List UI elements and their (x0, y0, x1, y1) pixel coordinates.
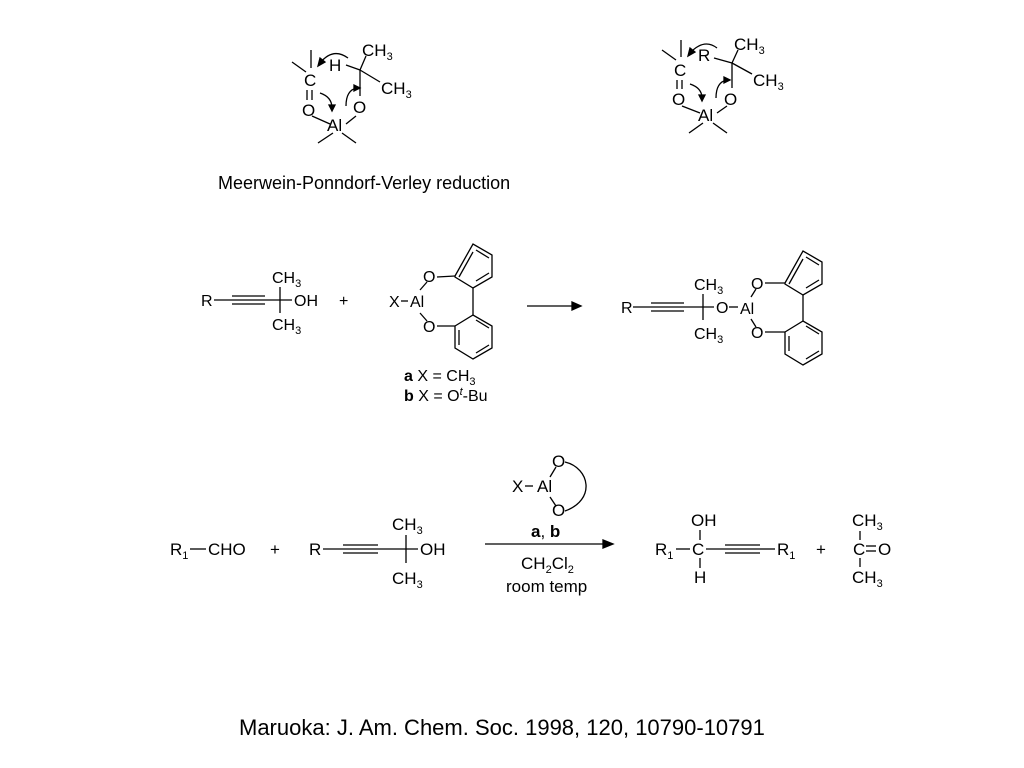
plus-sign-3: + (816, 540, 826, 559)
svg-text:O: O (878, 540, 891, 559)
svg-text:CH3: CH3 (392, 569, 423, 591)
aluminum-atom-r: Al (698, 106, 713, 125)
ch3-lower-product: CH3 (694, 326, 723, 346)
svg-text:R1: R1 (655, 540, 673, 562)
propargyl-alcohol-2: R CH3 CH3 OH (309, 515, 446, 591)
ch3-top-left: CH3 (362, 41, 393, 63)
svg-text:OH: OH (691, 511, 717, 530)
ch3-upper-product: CH3 (694, 277, 723, 297)
plus-sign-2: + (270, 540, 280, 559)
svg-text:R1: R1 (170, 540, 188, 562)
ch3-right-left: CH3 (381, 79, 412, 101)
oxygen-upper: O (423, 269, 435, 286)
aldehyde-r1cho: R1 CHO (170, 540, 246, 562)
ch3-right-right: CH3 (753, 71, 784, 93)
oxygen-lower: O (423, 319, 435, 336)
phenyl-ring-upper-product (784, 250, 823, 296)
alkoxide-oxygen: O (353, 98, 366, 117)
svg-text:O: O (552, 501, 565, 520)
aluminum-atom: Al (327, 116, 342, 135)
biphenoxy-aluminum-reagent: X Al O O a X = CH3 b X = Ot-Bu (389, 243, 493, 405)
acetone: CH3 C O CH3 (852, 511, 891, 590)
phenyl-ring-lower-product (784, 320, 823, 366)
arrow-head-2 (602, 539, 615, 549)
phenyl-ring-lower (454, 314, 493, 360)
svg-text:R1: R1 (777, 540, 795, 562)
catalyst-structure: X Al O O (512, 452, 587, 520)
carbonyl-carbon: C (304, 71, 316, 90)
alkoxy-aluminum-product: R CH3 CH3 O Al O O (621, 250, 823, 366)
mpv-transition-state-h: C O H CH3 CH3 O Al (291, 41, 412, 144)
svg-text:Al: Al (537, 477, 552, 496)
catalyst-labels: a, b (531, 522, 560, 541)
carbonyl-carbon-r: C (674, 61, 686, 80)
aluminum-product: Al (740, 301, 754, 318)
hydride-h: H (329, 56, 341, 75)
r-group: R (201, 293, 213, 310)
svg-text:CH3: CH3 (392, 515, 423, 537)
svg-text:CH3: CH3 (852, 568, 883, 590)
svg-text:OH: OH (420, 540, 446, 559)
citation: Maruoka: J. Am. Chem. Soc. 1998, 120, 10… (239, 715, 765, 740)
svg-text:H: H (694, 568, 706, 587)
oxygen-upper-product: O (751, 276, 763, 293)
label-b: b X = Ot-Bu (404, 386, 488, 405)
svg-text:R: R (309, 540, 321, 559)
ch3-top-right: CH3 (734, 35, 765, 57)
label-a: a X = CH3 (404, 368, 476, 388)
chelate-arc (564, 461, 587, 512)
plus-sign-1: + (339, 293, 348, 310)
svg-text:C: C (853, 540, 865, 559)
solvent: CH2Cl2 (521, 554, 574, 576)
svg-text:O: O (552, 452, 565, 471)
alkoxide-oxygen-r: O (724, 90, 737, 109)
oxygen-bridge: O (716, 300, 728, 317)
svg-text:CHO: CHO (208, 540, 246, 559)
aluminum: Al (410, 294, 424, 311)
r-group-product: R (621, 300, 633, 317)
svg-text:CH3: CH3 (852, 511, 883, 533)
alkyl-r: R (698, 46, 710, 65)
arrow-head-1 (571, 300, 583, 312)
carbonyl-oxygen-r: O (672, 90, 685, 109)
oxygen-lower-product: O (751, 325, 763, 342)
x-substituent: X (389, 294, 400, 311)
scheme-2-propargyl-alcohol: R CH3 CH3 OH (201, 270, 318, 337)
temperature: room temp (506, 577, 587, 596)
carbonyl-oxygen: O (302, 101, 315, 120)
ch3-lower: CH3 (272, 317, 301, 337)
mpv-caption: Meerwein-Ponndorf-Verley reduction (218, 173, 510, 193)
mpv-transition-state-r: C O R CH3 CH3 O Al (661, 35, 784, 134)
svg-text:X: X (512, 477, 523, 496)
svg-text:C: C (692, 540, 704, 559)
propargyl-alcohol-product: R1 C OH H R1 (655, 511, 795, 587)
ch3-upper: CH3 (272, 270, 301, 290)
phenyl-ring-upper (454, 243, 493, 289)
hydroxyl: OH (294, 293, 318, 310)
